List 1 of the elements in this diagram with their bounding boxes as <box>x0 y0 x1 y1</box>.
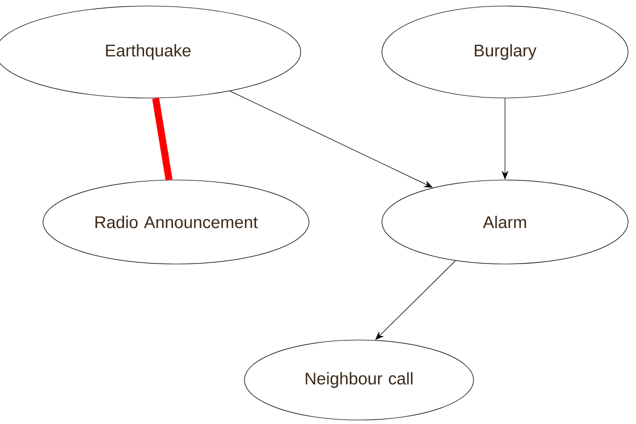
connector-line <box>152 98 172 180</box>
